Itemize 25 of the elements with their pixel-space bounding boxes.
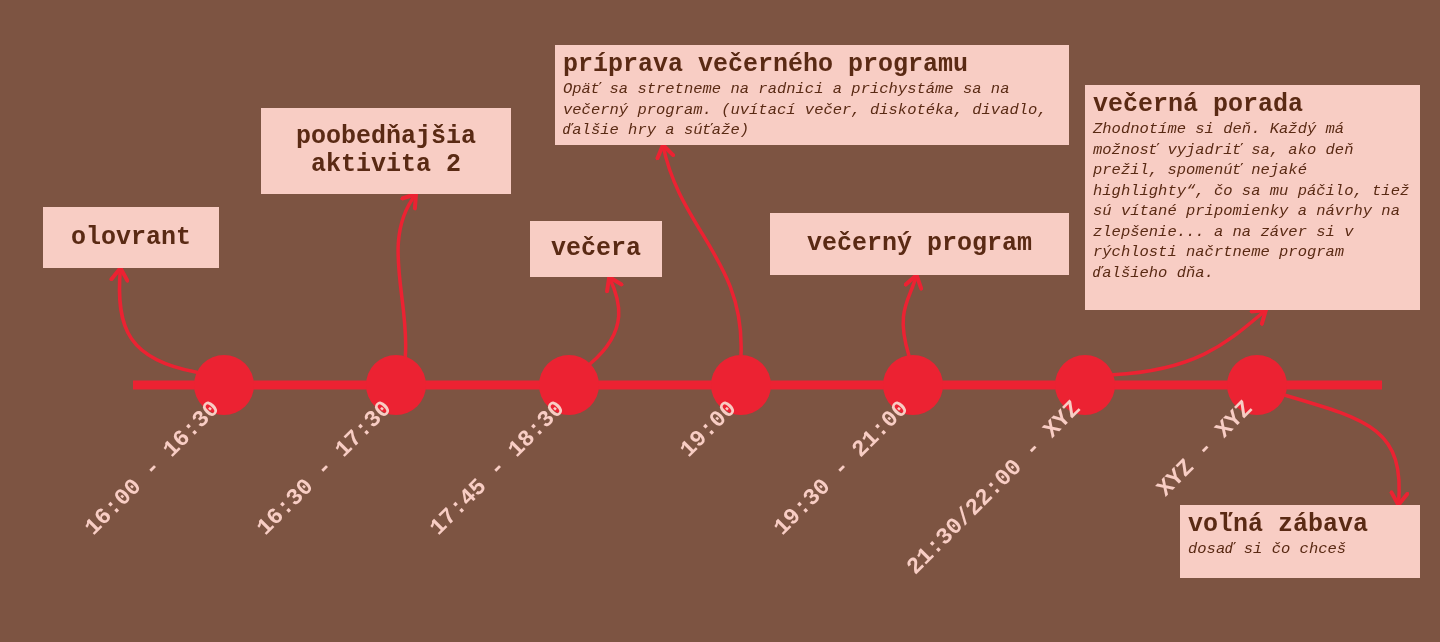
event-card [1085, 85, 1420, 310]
event-title: voľná zábava [1188, 511, 1370, 539]
curved-arrow [656, 143, 743, 357]
event-description: Zhodnotíme si deň. Každý má možnosť vyjadriť sa, ako deň prežil, spomenúť nejaké highlighty“, čo sa mu páčilo, tiež sú vítané pripomienky a návrhy na zlepšenie... a na záver si v rýchlosti načrtneme program ďalšieho dňa. [1093, 119, 1411, 283]
event-card [555, 45, 1069, 145]
curved-arrow [396, 192, 419, 359]
event-card [770, 213, 1069, 275]
event-title: večerná porada [1093, 91, 1305, 119]
event-title: poobedňajšia aktivita 2 [295, 123, 477, 179]
event-card [1180, 505, 1420, 578]
curved-arrow [901, 273, 923, 358]
event-description: dosaď si čo chceš [1188, 539, 1348, 560]
curved-arrow [588, 275, 624, 366]
event-title: večera [550, 235, 642, 263]
event-title: večerný program [805, 230, 1033, 258]
event-card [261, 108, 511, 194]
curved-arrow [109, 266, 199, 375]
event-title: olovrant [70, 223, 192, 252]
event-card [530, 221, 662, 277]
event-title: príprava večerného programu [563, 51, 970, 79]
event-card [43, 207, 219, 268]
event-description: Opäť sa stretneme na radnici a prichystáme sa na večerný program. (uvítací večer, diskotéka, divadlo, ďalšie hry a súťaže) [563, 79, 1048, 141]
time-label: XYZ - XYZ [1150, 395, 1259, 505]
curved-arrow [1283, 393, 1409, 507]
curved-arrow [1111, 308, 1268, 377]
